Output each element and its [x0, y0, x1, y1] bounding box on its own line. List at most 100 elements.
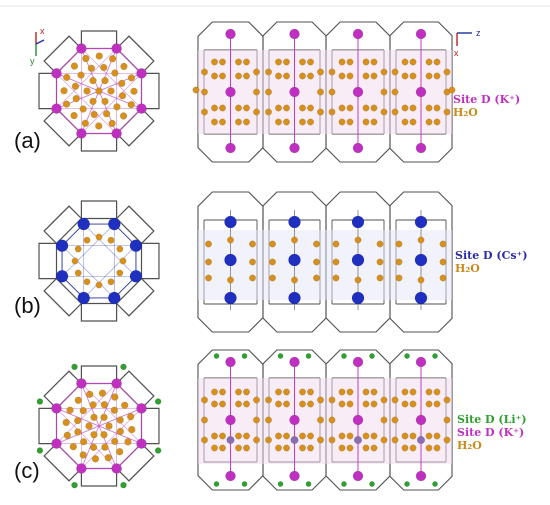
water-molecule [338, 432, 346, 440]
cesium-ion [77, 291, 90, 305]
water-molecule [362, 58, 370, 66]
potassium-ion [76, 43, 87, 54]
water-molecule [370, 400, 378, 408]
water-molecule [307, 388, 314, 396]
water-molecule [338, 58, 346, 66]
water-molecule [283, 58, 290, 66]
water-molecule [83, 278, 91, 286]
water-molecule [409, 72, 417, 80]
water-molecule [205, 258, 212, 266]
water-molecule [370, 58, 378, 66]
water-molecule [253, 88, 260, 96]
water-molecule [395, 240, 403, 248]
water-molecule [313, 274, 320, 282]
water-molecule [219, 400, 226, 408]
water-molecule [443, 436, 451, 444]
water-molecule [243, 58, 250, 66]
water-molecule [328, 88, 336, 96]
axis-y-label: y [30, 56, 35, 66]
water-molecule [102, 110, 111, 118]
water-molecule [307, 118, 314, 126]
water-molecule [211, 432, 218, 440]
water-molecule [243, 104, 250, 112]
water-molecule [283, 432, 290, 440]
cage-square-ring [116, 35, 155, 74]
water-molecule [219, 104, 226, 112]
water-molecule [439, 274, 447, 282]
water-molecule [401, 400, 409, 408]
potassium-ion [111, 378, 122, 389]
water-molecule [433, 104, 441, 112]
water-molecule [79, 438, 88, 446]
water-molecule [127, 413, 135, 421]
water-molecule [63, 431, 71, 439]
water-molecule [90, 413, 98, 421]
water-molecule [89, 443, 98, 451]
water-molecule [362, 400, 370, 408]
water-molecule [395, 274, 403, 282]
cesium-ion [414, 291, 428, 305]
water-molecule [111, 437, 119, 446]
water-molecule [307, 72, 314, 80]
water-molecule [107, 236, 115, 244]
potassium-ion [352, 470, 364, 482]
axis-z-line [35, 39, 45, 45]
lithium-ion [154, 398, 162, 405]
cage-square-ring [116, 370, 155, 409]
water-molecule [346, 118, 354, 126]
water-molecule [74, 416, 82, 425]
water-molecule [101, 97, 109, 106]
water-molecule [219, 432, 226, 440]
lithium-ion [154, 447, 162, 454]
potassium-ion [51, 103, 62, 114]
water-molecule [346, 72, 354, 80]
potassium-ion [225, 28, 236, 40]
water-molecule [116, 416, 124, 424]
water-molecule [90, 431, 98, 439]
water-molecule [111, 393, 119, 401]
water-molecule [275, 432, 282, 440]
legend-a: Site D (K⁺) H₂O [453, 93, 520, 119]
water-molecule [362, 72, 370, 80]
cesium-ion [224, 253, 237, 267]
potassium-site-small [416, 435, 426, 445]
potassium-ion [225, 414, 236, 426]
water-molecule [211, 400, 218, 408]
water-molecule [107, 278, 115, 286]
cage-square-ring [80, 303, 118, 322]
water-molecule [328, 436, 336, 444]
cage-square-ring [43, 370, 82, 409]
cage-square-ring [80, 365, 118, 384]
water-molecule [60, 87, 68, 95]
panel-label-c: (c) [14, 458, 40, 483]
water-molecule [433, 388, 441, 396]
potassium-site-small [353, 435, 363, 445]
water-molecule [265, 396, 272, 404]
cage-square-ring [43, 35, 82, 74]
lithium-ion [369, 353, 375, 359]
water-molecule [291, 276, 298, 284]
water-molecule [120, 62, 128, 71]
cage-square-ring [43, 108, 82, 147]
cesium-ion [55, 239, 69, 252]
water-molecule [332, 240, 340, 248]
water-molecule [265, 68, 272, 76]
water-molecule [121, 401, 129, 409]
water-molecule [376, 274, 384, 282]
water-molecule [219, 58, 226, 66]
water-molecule [380, 108, 388, 116]
water-molecule [253, 396, 260, 404]
water-molecule [111, 69, 119, 77]
water-molecule [201, 396, 208, 404]
water-molecule [105, 422, 113, 430]
water-molecule [90, 110, 98, 119]
water-molecule [299, 400, 306, 408]
lithium-ion [277, 353, 284, 359]
water-molecule [113, 103, 121, 111]
water-molecule [409, 444, 417, 452]
lithium-ion [277, 481, 284, 487]
water-molecule [66, 406, 74, 414]
water-molecule [328, 108, 336, 116]
water-molecule [235, 104, 242, 112]
